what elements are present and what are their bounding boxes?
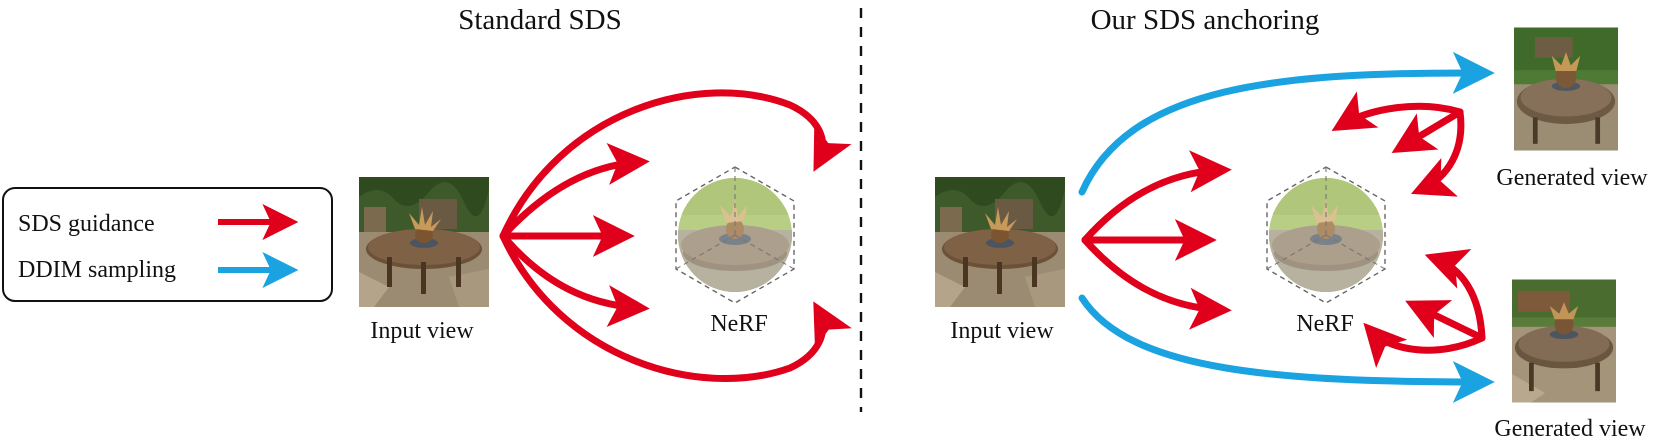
input-view-label-left: Input view: [370, 318, 474, 344]
generated-view-image-top: [1514, 28, 1618, 151]
sds-arrow-right-lower: [1081, 236, 1232, 330]
sds-arrow-bottom-view-arc-up: [1424, 249, 1486, 342]
nerf-render-right: [1266, 167, 1386, 303]
nerf-label-left: NeRF: [710, 311, 767, 337]
sds-arrow-left-lower-arc: [499, 232, 852, 382]
input-view-label-right: Input view: [950, 318, 1054, 344]
ddim-arrow-to-top-view: [1078, 51, 1495, 196]
legend-label-ddim-sampling: DDIM sampling: [18, 257, 176, 283]
sds-arrow-right-upper: [1081, 150, 1232, 244]
sds-arrow-left-upper-arc: [499, 89, 852, 240]
sds-arrow-bottom-view-arc-left: [1363, 322, 1486, 368]
title-standard-sds: Standard SDS: [458, 4, 622, 36]
nerf-render-left: [675, 167, 795, 303]
generated-view-image-bottom: [1512, 280, 1616, 403]
generated-view-label-bottom: Generated view: [1494, 416, 1646, 439]
legend-label-sds-guidance: SDS guidance: [18, 211, 155, 237]
sds-arrow-top-view-arc-left: [1331, 91, 1464, 132]
legend: SDS guidance DDIM sampling: [2, 187, 333, 302]
sds-arrow-left-lower: [499, 232, 650, 328]
sds-arrow-left-upper: [499, 142, 650, 240]
sds-arrows-right: [1081, 91, 1486, 368]
input-view-image-left: [359, 177, 489, 307]
legend-box: [2, 187, 333, 302]
input-view-image-right: [935, 177, 1065, 307]
nerf-label-right: NeRF: [1296, 311, 1353, 337]
sds-arrow-bottom-view-diagonal: [1405, 300, 1486, 342]
generated-view-label-top: Generated view: [1496, 165, 1648, 191]
title-sds-anchoring: Our SDS anchoring: [1091, 4, 1320, 36]
sds-arrow-top-view-diagonal: [1391, 108, 1464, 154]
ddim-arrows-right: [1078, 51, 1495, 403]
sds-arrows-left: [499, 89, 852, 382]
sds-arrow-top-view-arc-down: [1410, 108, 1465, 197]
ddim-arrow-to-bottom-view: [1078, 294, 1495, 403]
